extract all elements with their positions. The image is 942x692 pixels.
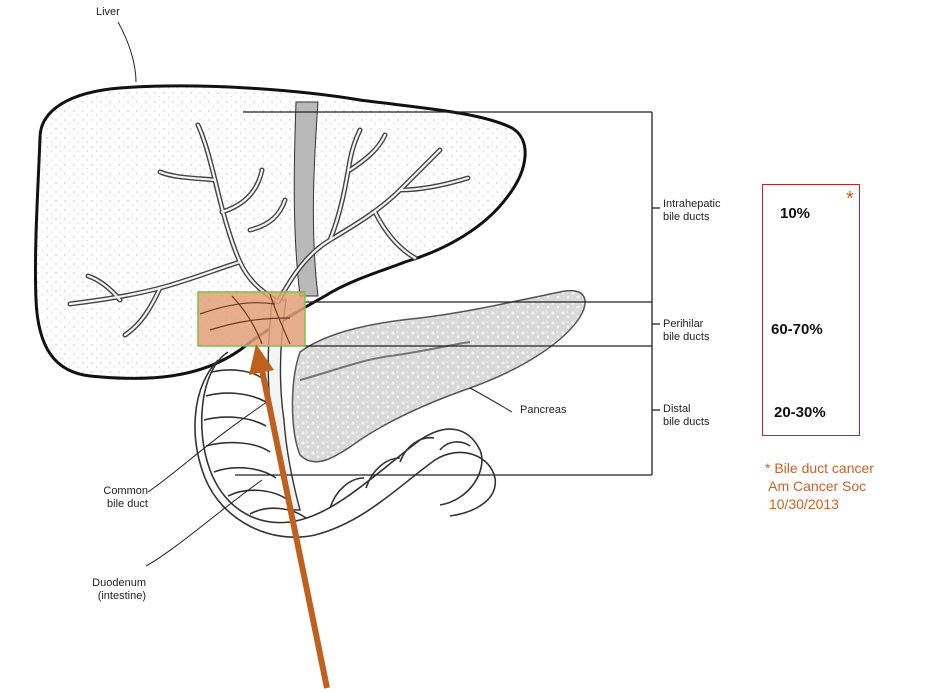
source-note: * Bile duct cancer Am Cancer Soc 10/30/2… [765,459,874,513]
duodenum-label: Duodenum (intestine) [84,577,146,603]
source-line-3: 10/30/2013 [765,495,874,513]
asterisk-marker: * [846,188,854,211]
pancreas-label: Pancreas [520,404,566,417]
distal-percent: 20-30% [774,404,826,421]
perihilar-highlight [198,292,305,346]
perihilar-label: Perihilar bile ducts [663,318,709,344]
distal-label: Distal bile ducts [663,403,709,429]
incidence-box [762,184,860,436]
pancreas-shape [293,291,586,462]
intrahepatic-label: Intrahepatic bile ducts [663,198,720,224]
perihilar-percent: 60-70% [771,321,823,338]
common-bile-duct-label: Common bile duct [78,485,148,511]
liver-label: Liver [96,6,120,19]
source-line-2: Am Cancer Soc [765,477,874,495]
intrahepatic-percent: 10% [780,205,810,222]
source-line-1: * Bile duct cancer [765,459,874,477]
